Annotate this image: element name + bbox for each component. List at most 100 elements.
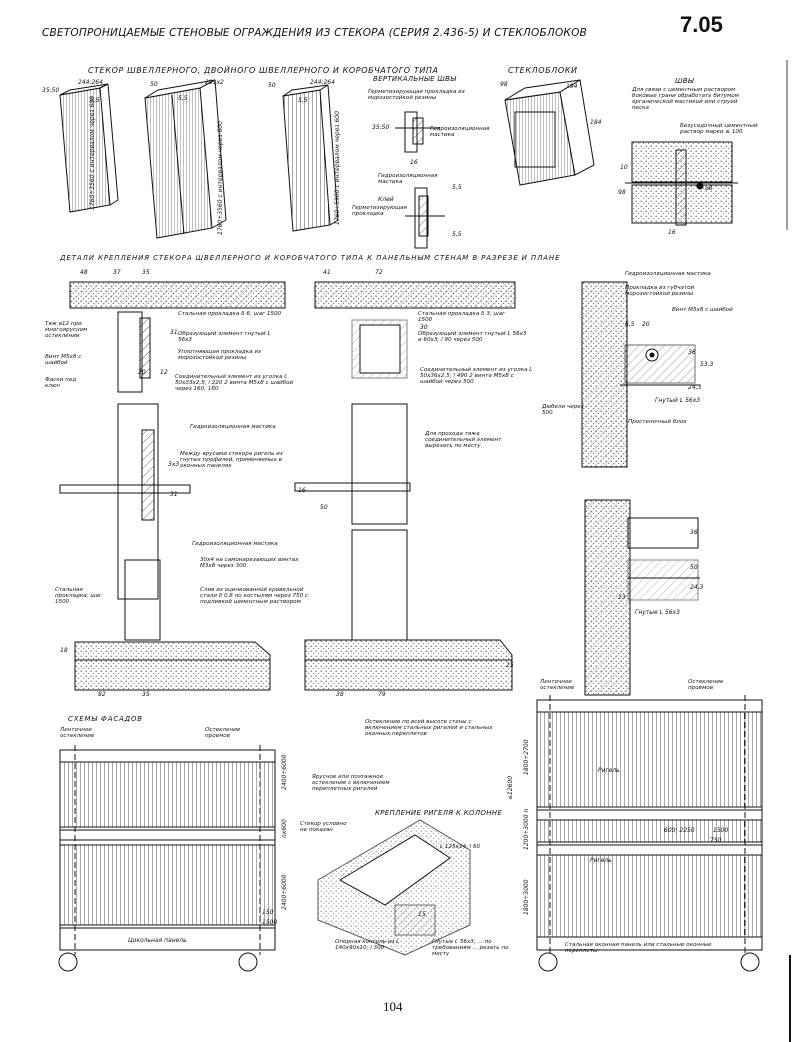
dim: 53,3: [700, 361, 714, 368]
dim: 20: [642, 321, 650, 328]
dim: 50: [690, 564, 698, 571]
dim: 25: [506, 662, 514, 669]
sheet-number: 7.05: [680, 12, 723, 37]
dim: 1800÷2700: [523, 739, 530, 775]
label-r-gnut2: Гнутые L 56х3: [635, 609, 680, 616]
dim: 82: [98, 691, 106, 698]
facade-right-l2: Остекление проемов: [688, 679, 724, 691]
dim: 35: [142, 691, 150, 698]
dim: 37: [113, 269, 121, 276]
facade-right: [536, 695, 763, 972]
facade-right-stalnaya: Стальная оконная панель или стальные око…: [565, 942, 712, 954]
dim: 750: [710, 837, 722, 844]
facade-left-cokol: Цокольная панель: [128, 937, 187, 944]
dim: 50: [150, 81, 158, 88]
dim: 3x3: [168, 461, 180, 468]
label-mezhdu: Между ярусами стекора ригель из гнутых п…: [180, 451, 283, 469]
label-gidro3: Гидроизоляционная мастика: [192, 541, 278, 547]
dim: 5,5: [452, 231, 462, 238]
stekor-profile-box: [282, 84, 339, 232]
dim: 600; 2250: [664, 827, 695, 834]
dim: ⌀6: [705, 185, 713, 192]
dim: 24,3: [688, 384, 702, 391]
label-r-gidro: Гидроизоляционная мастика: [625, 271, 711, 277]
dim: 31: [170, 329, 178, 336]
dim: 291x2: [205, 79, 224, 86]
dim: 48: [80, 269, 88, 276]
facade-right-l1: Ленточное остекление: [540, 679, 575, 691]
dim: 2400÷6000: [281, 754, 288, 790]
label-30x4: 30х4 на самонарезающих винтах М3х8 через…: [200, 557, 299, 569]
facade-mid-note: Остекление по всей высоте стены с включе…: [365, 719, 493, 737]
label-stal-prokl3: Стальная прокладка; шаг 1500: [55, 587, 102, 605]
dim: 6,5: [625, 321, 635, 328]
rigel-column-iso: [317, 819, 471, 956]
label-faski: Фаски под ключ: [45, 377, 77, 389]
glass-blocks-heading: СТЕКЛОБЛОКИ: [508, 66, 578, 75]
dim: 2400÷6000: [281, 874, 288, 910]
dim: 50: [268, 82, 276, 89]
dim: 1800÷3000: [523, 879, 530, 915]
dim: 16: [410, 159, 418, 166]
dim: 35;50: [372, 124, 390, 131]
dim: 30: [420, 324, 428, 331]
dim: 5,5: [178, 95, 188, 102]
stekor-profile-double-channel: [144, 79, 227, 239]
dim: nx600: [281, 819, 288, 838]
dim: 35: [142, 269, 150, 276]
dim: 150: [262, 909, 274, 916]
dim: 184: [590, 119, 602, 126]
stekor-profile-channel: [59, 83, 119, 213]
detail-channel-section: [59, 281, 286, 691]
length-label: 1760÷5960 с интервалом через 600: [334, 111, 341, 225]
label-germ2: Герметизирующая прокладка: [352, 205, 407, 217]
facade-mid-yarus: Ярусное или поэтажное остекление с включ…: [312, 774, 390, 792]
details-heading: ДЕТАЛИ КРЕПЛЕНИЯ СТЕКОРА ШВЕЛЛЕРНОГО И К…: [60, 254, 561, 262]
dim: 36: [690, 529, 698, 536]
facade-right-rigel1: Ригель: [598, 767, 620, 774]
label-gidro: Гидроизоляционная мастика: [190, 424, 276, 430]
dim: 244;264: [78, 79, 103, 86]
facades-heading: СХЕМЫ ФАСАДОВ: [68, 715, 143, 723]
facade-mid-gnutye: Гнутые L 56х3; ... по требованиям ... ре…: [432, 939, 509, 957]
detail-box-section: [294, 281, 516, 691]
label-soed2: Соединительный элемент из уголка L 50х36…: [420, 367, 533, 385]
facade-mid-angle: L 125х14; l 60: [440, 844, 481, 850]
glass-block-iso: [504, 79, 595, 186]
label-stal-prokl2: Стальная прокладка δ 3; шаг 1500: [418, 311, 506, 323]
facade-mid-kreplenie: КРЕПЛЕНИЕ РИГЕЛЯ К КОЛОННЕ: [375, 809, 503, 817]
dim: 79: [378, 691, 386, 698]
label-gidro2: Гидроизоляционная мастика: [378, 173, 438, 185]
dim: 38: [336, 691, 344, 698]
dim: 1200÷3000 n: [523, 808, 530, 850]
label-vint: Винт М5х8 с шайбой: [45, 354, 82, 366]
label-rastvor: Безусадочный цементный раствор марки ≥ 1…: [680, 123, 758, 135]
label-r-gnut: Гнутый L 56х3: [655, 397, 701, 404]
facade-left-l1: Ленточное остекление: [60, 727, 95, 739]
length-label: 1760÷3560 с интервалом через 600: [89, 96, 96, 210]
label-germ1: Герметизирующая прокладка из морозостойк…: [368, 89, 465, 101]
sheet-title: СВЕТОПРОНИЦАЕМЫЕ СТЕНОВЫЕ ОГРАЖДЕНИЯ ИЗ …: [42, 27, 587, 39]
dim: 50: [320, 504, 328, 511]
facade-right-rigel2: Ригель: [590, 857, 612, 864]
dim: 15: [418, 911, 426, 918]
label-slip: Слив из оцинкованной кровельной стали δ …: [200, 587, 308, 605]
label-soed: Соединительный элемент из уголка L 50х33…: [175, 374, 294, 392]
facade-mid-stekor: Стекор условно не показан: [300, 821, 347, 833]
label-obraz: Образующий элемент гнутый L 56х3: [178, 331, 271, 343]
dim: 10: [620, 164, 628, 171]
dim: 98: [500, 81, 508, 88]
dim: 72: [375, 269, 383, 276]
facade-left: [58, 745, 276, 972]
dim: 13: [618, 594, 626, 601]
dim: 1500: [262, 919, 278, 926]
seams-heading: ШВЫ: [675, 77, 694, 85]
vertical-seam-detail: [395, 111, 445, 249]
dim: ≤12600: [507, 775, 514, 800]
facade-mid-opornaya: Опорная консоль из L 140х90х10; l 300: [335, 939, 400, 951]
label-r-vint: Винт М5х8 с шайбой: [672, 307, 733, 313]
label-r-dyubeli: Дюбели через 500: [542, 404, 584, 416]
page-number: 104: [383, 999, 403, 1014]
